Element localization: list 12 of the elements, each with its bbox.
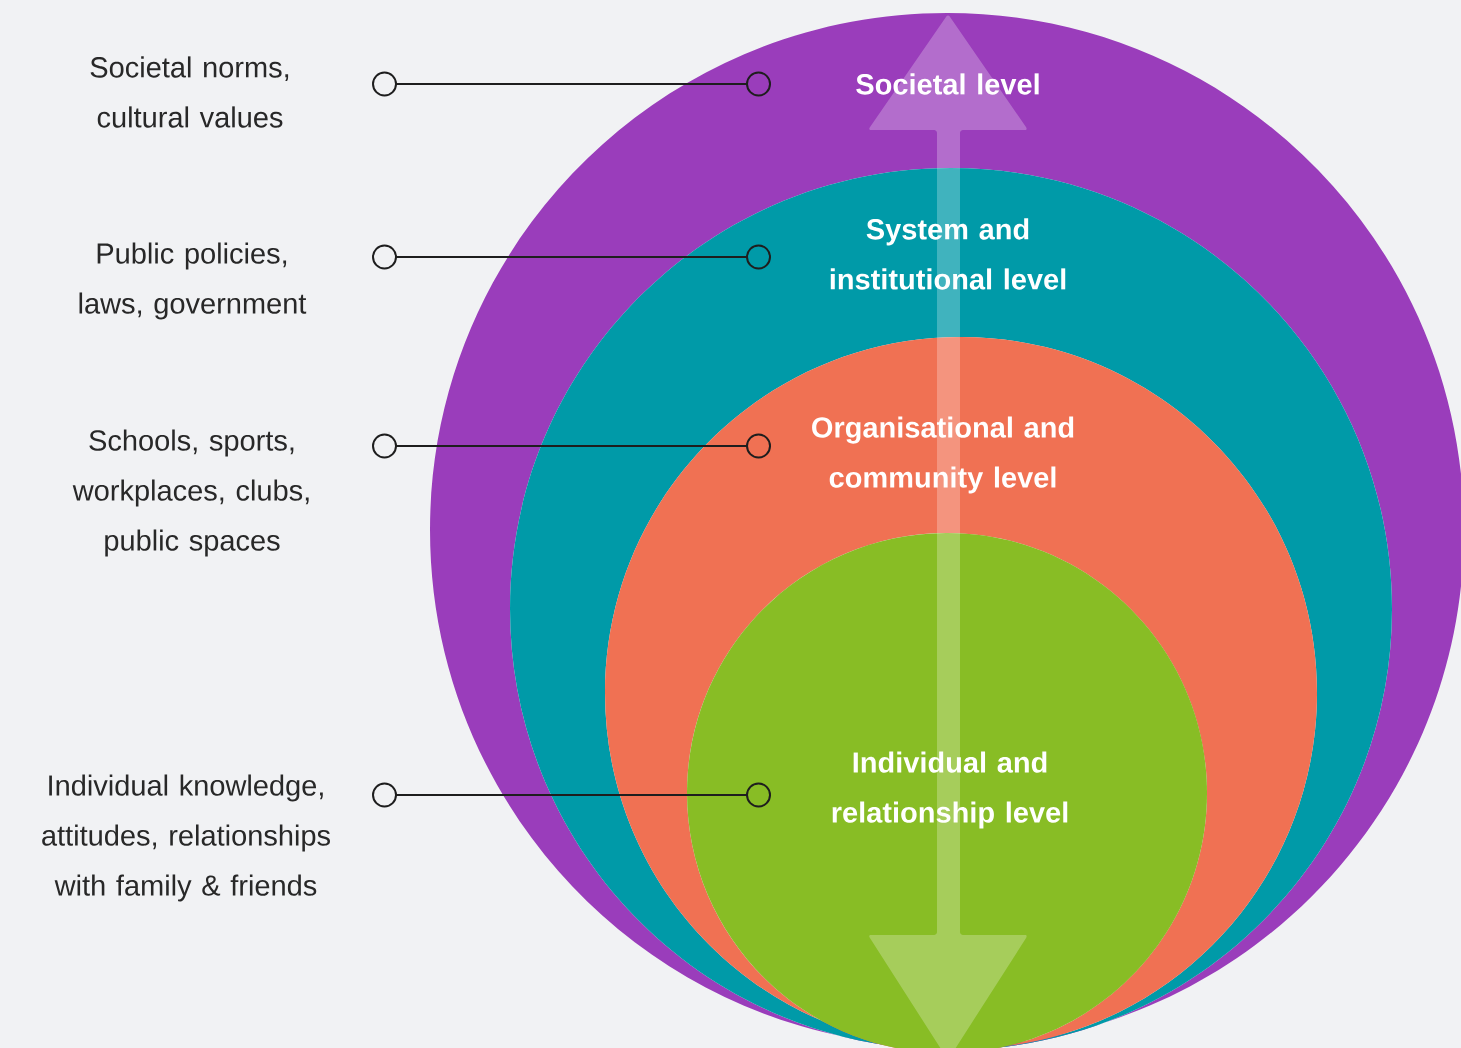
level-description: Societal norms, cultural values — [90, 56, 289, 128]
level-label: System and institutional level — [830, 218, 1066, 290]
level-label: Organisational and community level — [812, 416, 1074, 494]
leader-line — [372, 244, 771, 270]
level-label: Individual and relationship level — [832, 751, 1068, 829]
level-description: Individual knowledge, attitudes, relationships with family & friends — [42, 774, 330, 902]
level-description: Public policies, laws, government — [79, 242, 307, 320]
leader-line — [372, 782, 771, 808]
leader-line — [372, 433, 771, 459]
leader-line — [372, 71, 771, 97]
level-label: Societal level — [856, 73, 1039, 95]
level-description: Schools, sports, workplaces, clubs, public spaces — [72, 429, 309, 557]
